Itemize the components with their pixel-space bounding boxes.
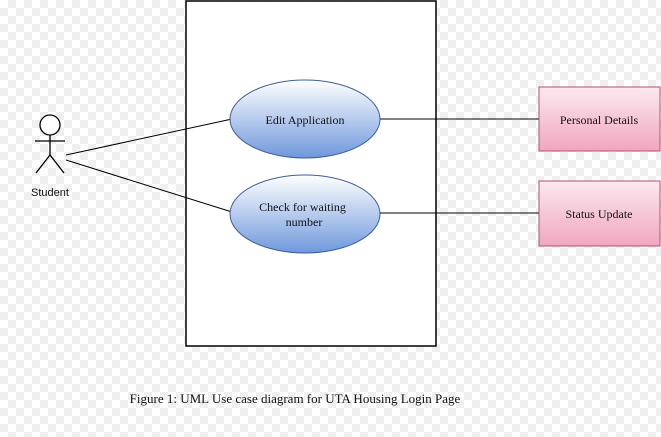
- box-personal-details-label: Personal Details: [560, 113, 639, 127]
- box-status-update: [538, 180, 661, 247]
- box-personal-details: [538, 86, 661, 152]
- association-student-check: [65, 159, 233, 213]
- system-boundary: [185, 0, 437, 347]
- use-case-check-waiting-number-label: Check for waiting number: [259, 200, 349, 229]
- box-status-update-label: Status Update: [566, 207, 633, 221]
- use-case-check-waiting-number: [229, 174, 381, 254]
- use-case-edit-application: [229, 79, 381, 159]
- figure-caption: Figure 1: UML Use case diagram for UTA H…: [129, 391, 461, 406]
- actor-student: [35, 114, 65, 174]
- association-student-edit: [65, 118, 233, 156]
- use-case-edit-application-label: Edit Application: [266, 113, 345, 127]
- actor-label: Student: [31, 187, 69, 199]
